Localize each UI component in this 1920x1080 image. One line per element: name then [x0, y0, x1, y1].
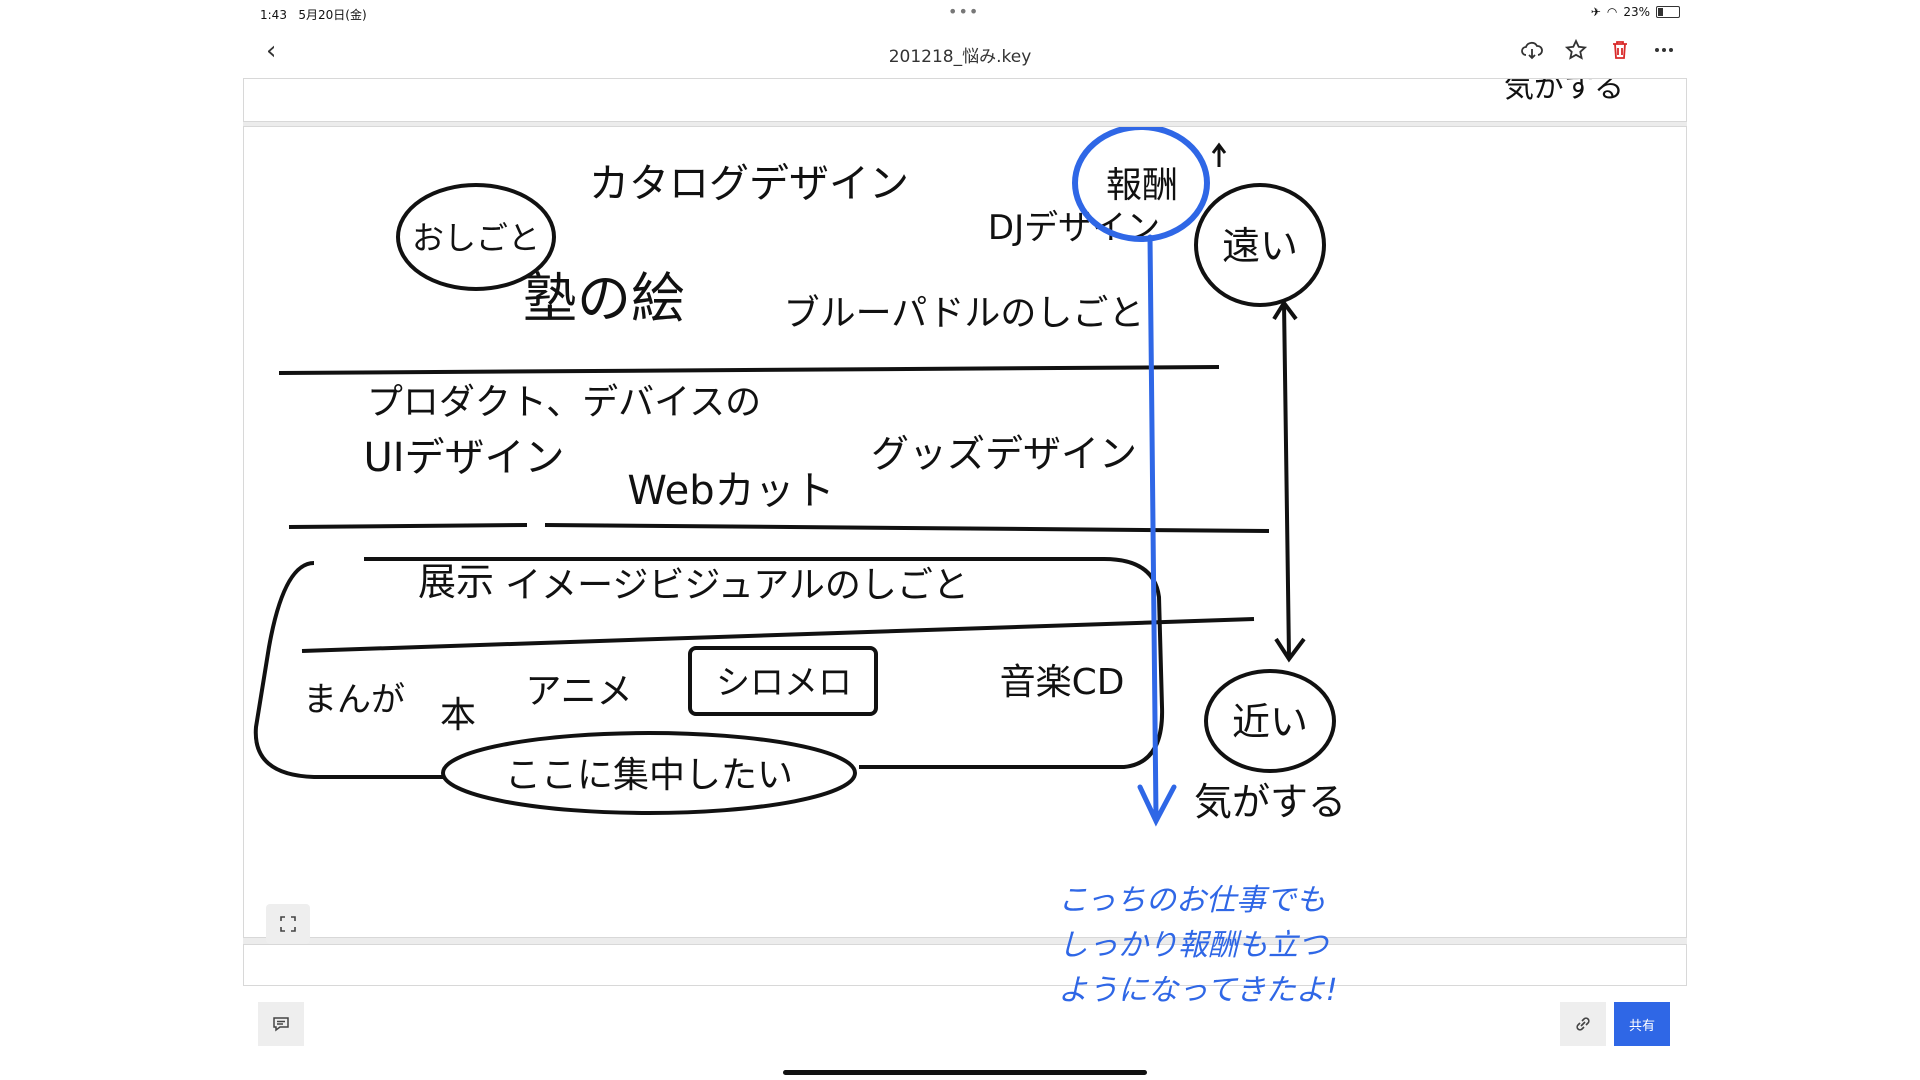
label-juku: 塾の絵: [523, 267, 685, 330]
note-line-3: ようになってきたよ!: [1058, 973, 1338, 1008]
prev-slide-text: 気がする: [1504, 79, 1624, 105]
label-shiromero: シロメロ: [716, 663, 852, 703]
document-title: 201218_悩み.key: [888, 47, 1032, 67]
multitask-dots[interactable]: •••: [948, 2, 980, 21]
label-bluepaddle: ブルーパドルのしごと: [784, 293, 1145, 334]
status-right: ✈ ◠ 23%: [1591, 5, 1680, 19]
label-near-caption: 気がする: [1194, 780, 1346, 824]
label-webcut: Webカット: [627, 468, 834, 514]
cloud-download-icon[interactable]: [1520, 38, 1544, 62]
note-line-1: こっちのお仕事でも: [1058, 883, 1326, 918]
label-book: 本: [440, 695, 476, 736]
star-icon[interactable]: [1564, 38, 1588, 62]
status-bar: 1:43 5月20日(金) ••• ✈ ◠ 23%: [0, 0, 1920, 26]
label-music-cd: 音楽CD: [1000, 662, 1125, 703]
battery-icon: [1656, 6, 1680, 18]
comment-icon: [273, 1017, 289, 1032]
link-icon: [1576, 1017, 1590, 1031]
expand-icon: [280, 916, 296, 932]
label-oshigoto: おしごと: [412, 219, 540, 257]
trash-icon[interactable]: [1608, 38, 1632, 62]
more-icon[interactable]: [1652, 38, 1676, 62]
note-line-2: しっかり報酬も立つ: [1058, 928, 1328, 963]
airplane-icon: ✈: [1590, 5, 1601, 19]
label-focus: ここに集中したい: [505, 755, 793, 796]
battery-percent: 23%: [1623, 5, 1650, 19]
comment-button[interactable]: [258, 1002, 304, 1046]
top-bar: ‹ 201218_悩み.key: [0, 28, 1920, 76]
status-time: 1:43 5月20日(金): [260, 8, 367, 22]
label-manga: まんが: [303, 680, 405, 720]
label-reward: 報酬: [1106, 165, 1178, 206]
wifi-icon: ◠: [1606, 5, 1618, 19]
label-far: 遠い: [1222, 224, 1298, 268]
label-near: 近い: [1232, 700, 1308, 744]
label-product: プロダクト、デバイスの: [367, 382, 761, 423]
label-goods: グッズデザイン: [871, 432, 1137, 476]
expand-button[interactable]: [266, 904, 310, 944]
label-anime: アニメ: [525, 671, 632, 712]
slide-previous[interactable]: 気がする: [243, 78, 1687, 122]
label-exhibit: 展示: [418, 560, 494, 604]
label-catalog: カタログデザイン: [589, 161, 909, 207]
link-button[interactable]: [1560, 1002, 1606, 1046]
label-dj: DJデザイン: [988, 208, 1160, 248]
home-indicator[interactable]: [783, 1070, 1147, 1075]
slide-next[interactable]: [243, 944, 1687, 986]
handwritten-note: こっちのお仕事でも しっかり報酬も立つ ようになってきたよ!: [1058, 878, 1338, 1013]
label-image-visual: イメージビジュアルのしごと: [505, 565, 969, 606]
label-ui: UIデザイン: [363, 435, 564, 481]
back-icon[interactable]: ‹: [266, 36, 277, 66]
document-viewer[interactable]: 気がする おしごと カタログデザイン DJデザイン 塾の絵 ブルーパドルのしごと…: [243, 78, 1687, 986]
slide-current[interactable]: おしごと カタログデザイン DJデザイン 塾の絵 ブルーパドルのしごと プロダク…: [243, 126, 1687, 938]
share-button[interactable]: 共有: [1614, 1002, 1670, 1046]
